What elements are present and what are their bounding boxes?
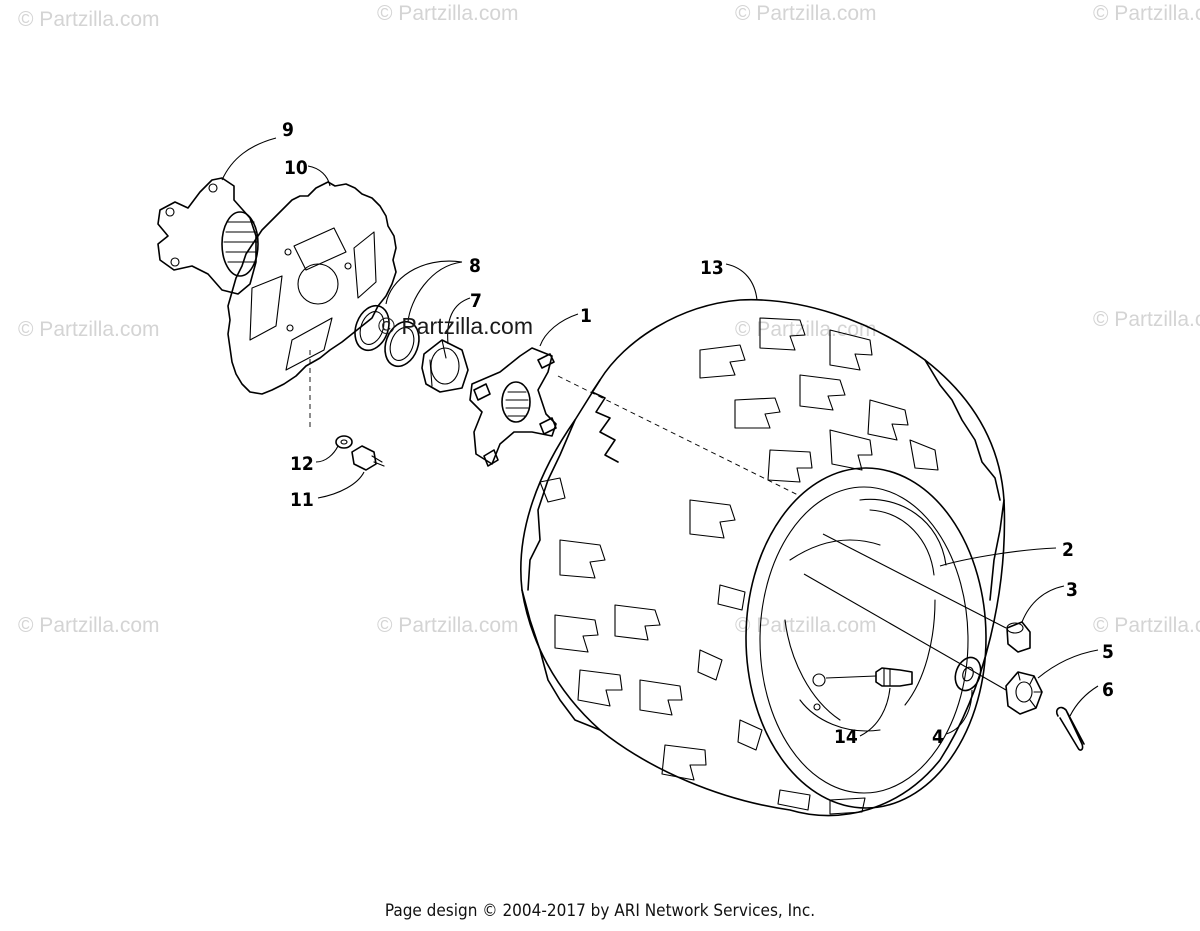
o-ring-8[interactable] bbox=[349, 301, 425, 371]
callout-leaders bbox=[221, 137, 1099, 737]
watermark-overlay: © Partzilla.com bbox=[378, 313, 533, 339]
washer-12[interactable] bbox=[335, 435, 353, 449]
washer-4[interactable] bbox=[951, 654, 985, 694]
watermark: © Partzilla.com bbox=[735, 2, 877, 25]
callout-4[interactable]: 4 bbox=[932, 726, 944, 748]
watermark: © Partzilla.com bbox=[18, 614, 160, 637]
watermark: © Partzilla.com bbox=[1093, 614, 1200, 637]
callout-12[interactable]: 12 bbox=[290, 453, 314, 475]
callout-8[interactable]: 8 bbox=[469, 255, 481, 277]
wheel-stud-14[interactable] bbox=[875, 667, 913, 687]
callout-3[interactable]: 3 bbox=[1066, 579, 1078, 601]
wheel-hub-1[interactable] bbox=[469, 347, 557, 467]
cotter-pin-6[interactable] bbox=[1055, 706, 1085, 751]
watermark: © Partzilla.com bbox=[735, 318, 877, 341]
castle-nut-5[interactable] bbox=[1005, 671, 1043, 715]
axis-lines bbox=[803, 533, 1007, 691]
tire-13[interactable] bbox=[520, 298, 1006, 817]
callout-10[interactable]: 10 bbox=[284, 157, 308, 179]
callout-11[interactable]: 11 bbox=[290, 489, 314, 511]
callout-1[interactable]: 1 bbox=[580, 305, 592, 327]
callout-14[interactable]: 14 bbox=[834, 726, 858, 748]
watermark: © Partzilla.com bbox=[18, 318, 160, 341]
watermark: © Partzilla.com bbox=[18, 8, 160, 31]
callout-7[interactable]: 7 bbox=[470, 290, 482, 312]
watermark: © Partzilla.com bbox=[377, 614, 519, 637]
hub-nut-7[interactable] bbox=[421, 339, 469, 393]
callout-9[interactable]: 9 bbox=[282, 119, 294, 141]
watermark: © Partzilla.com bbox=[735, 614, 877, 637]
assembly-centerlines bbox=[309, 350, 801, 497]
callout-6[interactable]: 6 bbox=[1102, 679, 1114, 701]
callout-5[interactable]: 5 bbox=[1102, 641, 1114, 663]
callout-2[interactable]: 2 bbox=[1062, 539, 1074, 561]
watermark-layer: © Partzilla.com © Partzilla.com © Partzi… bbox=[18, 2, 1200, 637]
watermark: © Partzilla.com bbox=[1093, 2, 1200, 25]
watermark: © Partzilla.com bbox=[377, 2, 519, 25]
sprocket-10[interactable] bbox=[227, 181, 397, 395]
bolt-11[interactable] bbox=[351, 445, 385, 471]
watermark: © Partzilla.com bbox=[1093, 308, 1200, 331]
footer-copyright: Page design © 2004-2017 by ARI Network S… bbox=[384, 901, 816, 921]
lug-nut-3[interactable] bbox=[1006, 621, 1031, 653]
callout-13[interactable]: 13 bbox=[700, 257, 724, 279]
rear-hub-9[interactable] bbox=[157, 177, 259, 295]
callout-labels: 9 10 8 7 1 13 2 3 5 6 4 14 12 11 bbox=[282, 119, 1114, 748]
